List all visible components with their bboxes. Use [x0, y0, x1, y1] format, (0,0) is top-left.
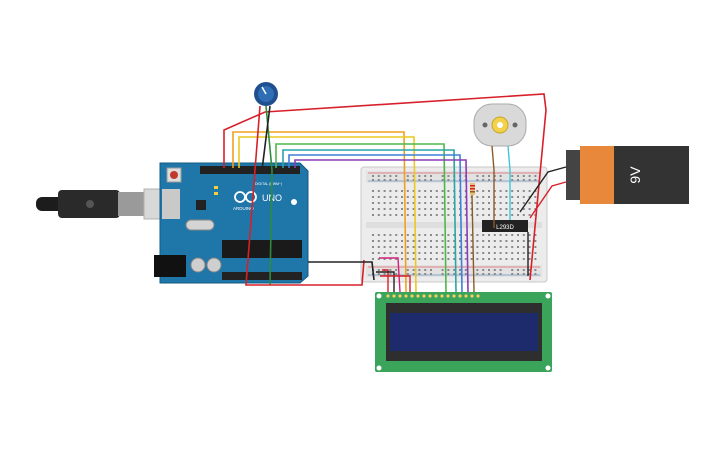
lcd-pin[interactable] — [416, 294, 420, 298]
mounting-hole — [376, 365, 382, 371]
wire-brown — [491, 145, 495, 228]
wire-red — [245, 105, 365, 286]
arduino-uno-board[interactable]: ARDUINO UNO DIGITAL (PWM~) — [154, 162, 309, 284]
lcd-pin[interactable] — [434, 294, 438, 298]
lcd-pin-header[interactable] — [386, 294, 480, 298]
motor-driver-chip[interactable]: L293D — [482, 220, 528, 232]
lcd-pin[interactable] — [476, 294, 480, 298]
wire-black — [519, 166, 567, 213]
battery-body — [614, 146, 689, 204]
battery-cap — [580, 146, 614, 204]
wire-yellow — [238, 136, 417, 293]
lcd-pin[interactable] — [464, 294, 468, 298]
dc-motor[interactable] — [473, 103, 527, 147]
digital-header-label: DIGITAL (PWM~) — [255, 182, 282, 186]
lcd-pin[interactable] — [404, 294, 408, 298]
wire-red — [529, 181, 567, 219]
lcd-pin[interactable] — [452, 294, 456, 298]
usb-chip — [196, 200, 206, 210]
wire-teal — [282, 149, 457, 293]
mounting-hole — [291, 199, 297, 205]
wire-purple — [294, 159, 469, 293]
lcd-pin[interactable] — [428, 294, 432, 298]
lcd-pin[interactable] — [398, 294, 402, 298]
wire-cyan — [507, 145, 511, 220]
arduino-brand-label: ARDUINO — [233, 206, 254, 211]
wire-magenta — [379, 257, 401, 293]
wire-orange — [232, 131, 407, 293]
wire-blue — [288, 154, 463, 293]
resistor[interactable] — [470, 183, 475, 195]
wires[interactable] — [223, 93, 567, 293]
wire-red — [380, 275, 411, 292]
lcd-screen — [390, 313, 538, 351]
lcd-16x2[interactable] — [375, 292, 552, 372]
battery-label: 9V — [627, 166, 643, 184]
lcd-pin[interactable] — [392, 294, 396, 298]
lcd-pin[interactable] — [446, 294, 450, 298]
potentiometer-indicator — [261, 86, 267, 95]
mounting-hole — [545, 365, 551, 371]
mounting-hole — [545, 293, 551, 299]
lcd-pin[interactable] — [422, 294, 426, 298]
motor-terminal — [482, 122, 488, 128]
breadboard[interactable] — [360, 166, 548, 283]
wire-green — [275, 143, 447, 293]
lcd-pin[interactable] — [440, 294, 444, 298]
usb-jack — [162, 189, 180, 219]
motor-shaft-center — [497, 122, 503, 128]
lcd-pin[interactable] — [458, 294, 462, 298]
power-analog-header[interactable] — [222, 272, 302, 280]
wire-red — [382, 269, 389, 292]
capacitor — [190, 257, 206, 273]
atmega-chip — [222, 240, 302, 258]
wire-black — [261, 105, 271, 171]
arduino-logo-icon — [245, 191, 257, 203]
breadboard-holes[interactable] — [372, 175, 537, 275]
arduino-logo-icon — [234, 191, 246, 203]
wire-brown — [471, 194, 475, 293]
lcd-pin[interactable] — [410, 294, 414, 298]
wire-black — [376, 271, 395, 292]
usb-cable[interactable] — [36, 188, 177, 220]
reset-button-cap[interactable] — [170, 171, 178, 179]
mounting-hole — [376, 293, 382, 299]
motor-terminal — [512, 122, 518, 128]
digital-header[interactable] — [200, 166, 300, 174]
lcd-pin[interactable] — [386, 294, 390, 298]
driver-chip-label: L293D — [496, 225, 514, 231]
battery-9v[interactable]: 9V — [566, 146, 689, 204]
capacitor — [206, 257, 222, 273]
crystal — [185, 219, 215, 231]
status-led — [214, 186, 218, 189]
potentiometer[interactable] — [254, 82, 278, 106]
wire-red — [223, 93, 547, 281]
wire-black — [308, 261, 375, 281]
status-led — [214, 192, 218, 195]
dc-barrel-jack — [154, 255, 186, 277]
lcd-pin[interactable] — [470, 294, 474, 298]
